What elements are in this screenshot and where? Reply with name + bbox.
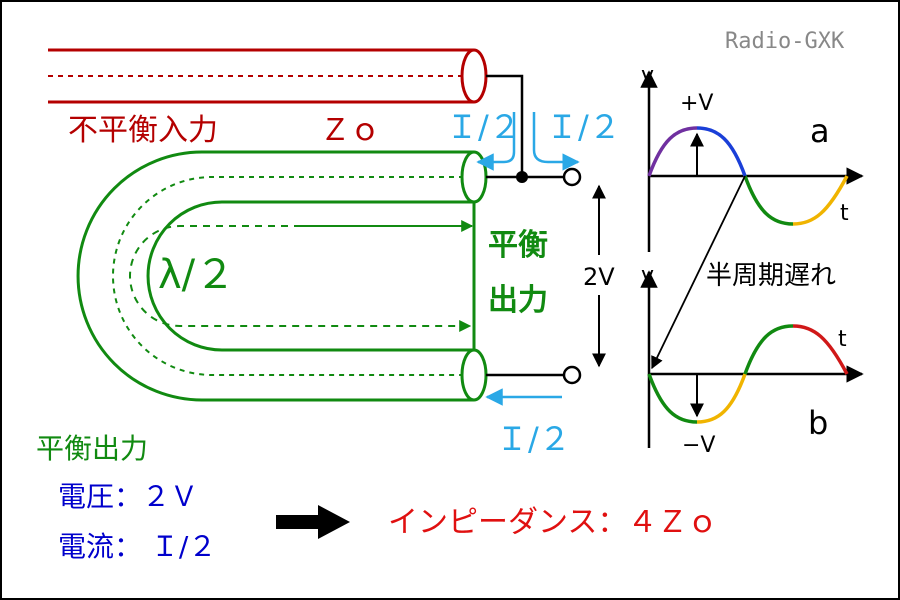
half-wave-coax [76, 150, 488, 402]
input-coax [48, 48, 488, 104]
waveform-b [640, 270, 864, 448]
delay-label: 半周期遅れ [706, 261, 836, 291]
balanced-output-label-2: 出力 [488, 283, 548, 318]
inner-wave-path [129, 220, 474, 332]
zo-label: Ｚｏ [320, 113, 380, 148]
half-wave-label: λ/２ [158, 252, 235, 298]
waveform-a [640, 70, 864, 252]
wave-b-axis-v: v [641, 263, 654, 288]
junction-dot [516, 171, 528, 183]
wave-a-peak: +V [680, 91, 713, 116]
current-label-bottom: Ｉ/２ [496, 420, 571, 458]
summary-current: 電流： Ｉ/２ [58, 530, 216, 563]
output-terminal-bottom [562, 365, 582, 385]
result-arrow-icon [276, 505, 350, 539]
summary-voltage: 電圧：２Ｖ [58, 480, 198, 513]
brand-label: Radio-GXK [725, 29, 845, 54]
delay-arrow [651, 175, 746, 370]
current-label-left: Ｉ/２ [446, 108, 521, 146]
output-terminal-top [562, 167, 582, 187]
summary-title: 平衡出力 [36, 432, 148, 465]
current-arrows [476, 112, 580, 406]
wave-b-axis-t: t [838, 327, 847, 352]
current-label-right: Ｉ/２ [546, 108, 621, 146]
summary-impedance: インピーダンス：４Ｚｏ [388, 505, 717, 540]
input-label: 不平衡入力 [68, 113, 218, 148]
wave-b-label: b [808, 404, 828, 442]
wave-a-label: a [810, 112, 830, 150]
wave-a-axis-t: t [840, 201, 849, 226]
voltage-label-bg [582, 255, 618, 295]
wave-b-peak: −V [682, 433, 715, 458]
voltage-label: 2V [583, 263, 615, 291]
balanced-output-label-1: 平衡 [488, 228, 548, 263]
wave-a-axis-v: v [641, 63, 654, 88]
